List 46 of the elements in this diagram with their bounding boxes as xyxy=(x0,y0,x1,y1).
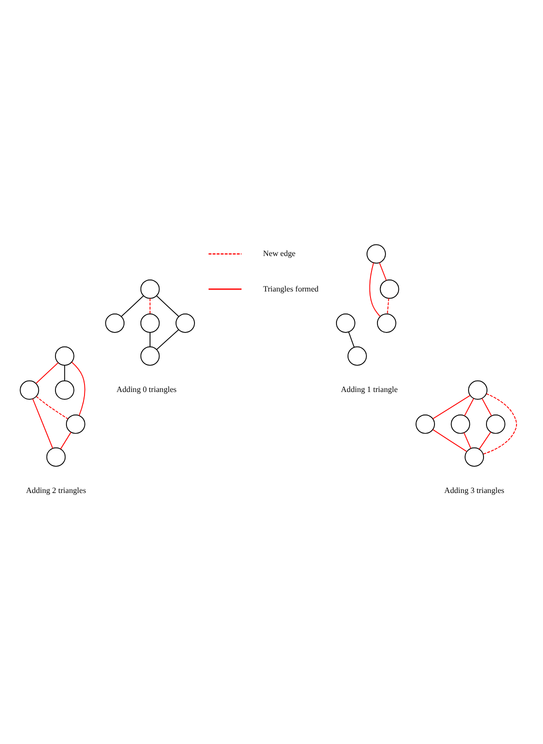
connector xyxy=(121,294,144,316)
node-circle xyxy=(46,446,66,466)
connector xyxy=(482,392,517,454)
connector xyxy=(432,394,470,419)
node-circle xyxy=(486,414,506,434)
node-circle xyxy=(416,414,435,434)
node-circle xyxy=(464,446,484,466)
legend-label: Triangles formed xyxy=(263,284,319,293)
node-circle xyxy=(450,414,470,434)
label: Adding 1 triangle xyxy=(340,384,398,394)
node-circle xyxy=(140,346,160,366)
connector xyxy=(71,361,86,416)
connector xyxy=(348,330,355,348)
connector xyxy=(156,294,180,316)
node-circle xyxy=(376,313,396,332)
node-circle xyxy=(336,313,356,332)
label: Adding 3 triangles xyxy=(444,486,504,495)
node-circle xyxy=(140,278,160,298)
node-circle xyxy=(468,380,488,400)
connector xyxy=(32,398,54,448)
node-circle xyxy=(54,380,74,400)
node-circle xyxy=(380,278,400,298)
node-circle xyxy=(105,313,124,332)
node-circle xyxy=(140,313,160,332)
connector xyxy=(36,396,68,419)
connector xyxy=(482,398,492,416)
connector xyxy=(432,428,468,452)
node-circle xyxy=(20,380,40,400)
label: Adding 2 triangles xyxy=(26,486,86,495)
connector xyxy=(379,262,387,280)
node-circle xyxy=(176,313,195,332)
connector xyxy=(64,364,66,381)
legend-label: New edge xyxy=(263,248,296,258)
node-circle xyxy=(348,346,367,366)
connector xyxy=(478,431,492,450)
node-circle xyxy=(66,414,86,434)
connector xyxy=(386,297,390,314)
connector xyxy=(156,328,180,350)
connector xyxy=(36,362,59,384)
connector xyxy=(60,431,72,449)
connector xyxy=(464,398,474,416)
connector xyxy=(464,432,472,448)
node-circle xyxy=(366,244,386,264)
connector xyxy=(369,262,380,316)
node-circle xyxy=(54,346,74,366)
label: Adding 0 triangles xyxy=(116,384,177,394)
